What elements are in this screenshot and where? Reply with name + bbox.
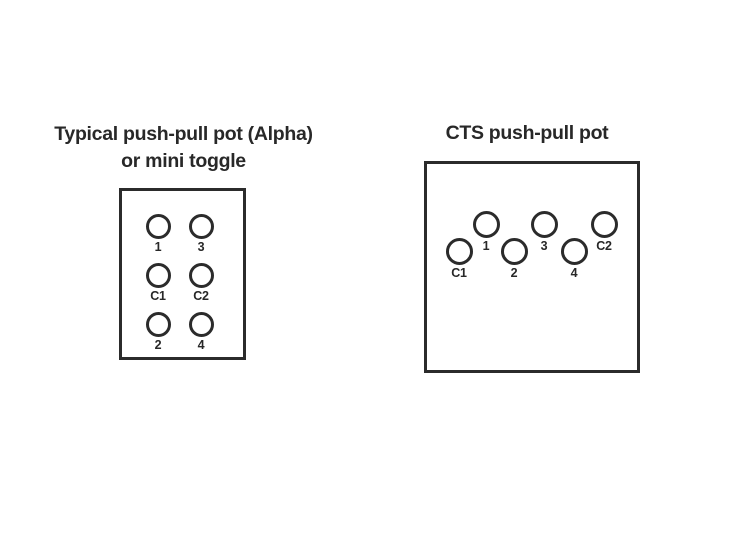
cts-diagram-title-line1: CTS push-pull pot <box>445 122 609 144</box>
cts-diagram-title: CTS push-pull pot <box>407 120 647 147</box>
alpha-diagram-title-line2: or mini toggle <box>121 150 246 172</box>
alpha-diagram-title-line1: Typical push-pull pot (Alpha) <box>54 123 313 145</box>
cts-diagram-box <box>424 161 640 373</box>
alpha-diagram-title: Typical push-pull pot (Alpha) or mini to… <box>30 121 337 175</box>
alpha-diagram-box <box>119 188 246 360</box>
